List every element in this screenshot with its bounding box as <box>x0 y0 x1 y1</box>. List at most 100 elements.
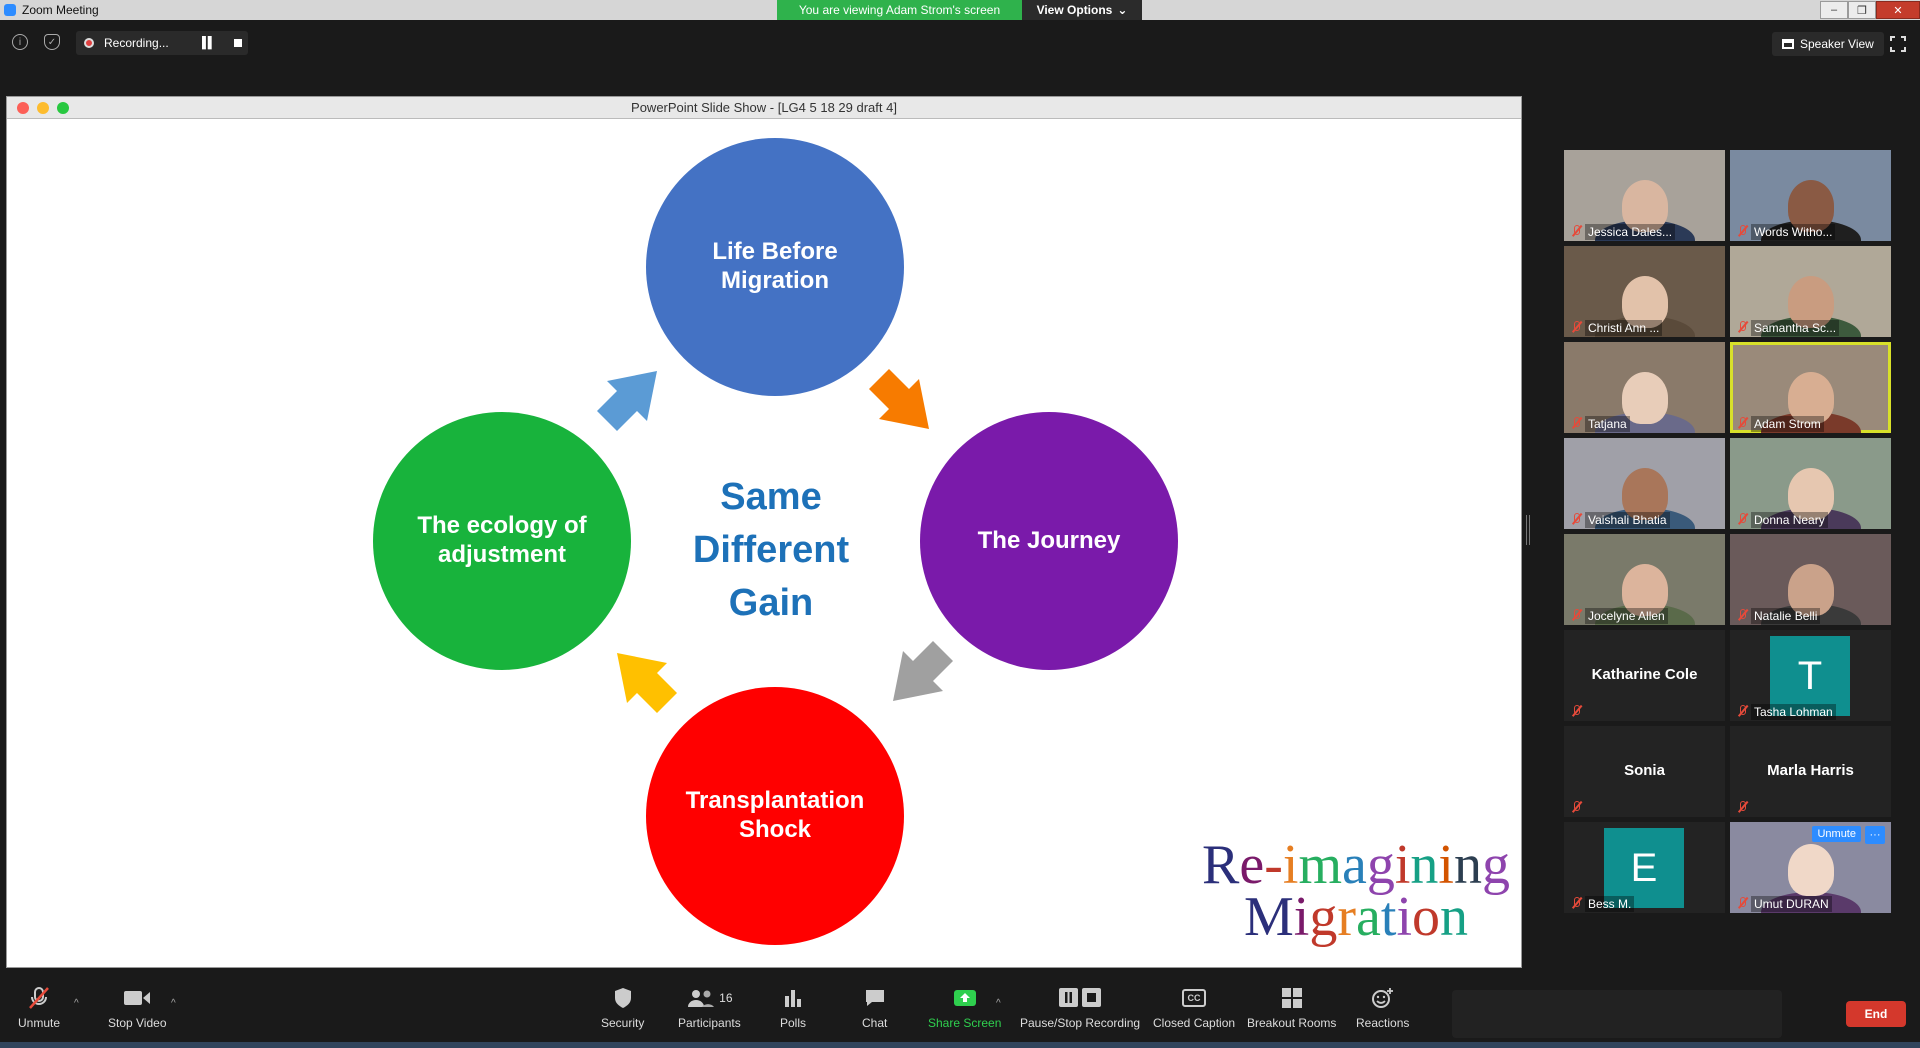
participants-button[interactable]: 16 Participants <box>678 986 741 1030</box>
slide: Life Before Migration The Journey Transp… <box>11 121 1517 965</box>
participant-tile[interactable]: Adam Strom <box>1730 342 1891 433</box>
mic-muted-icon <box>1570 897 1582 909</box>
participant-tile[interactable]: Tatjana <box>1564 342 1725 433</box>
center-word-gain: Gain <box>728 582 814 624</box>
pause-stop-recording-button[interactable]: Pause/Stop Recording <box>1020 986 1140 1030</box>
pause-stop-recording-label: Pause/Stop Recording <box>1020 1016 1141 1030</box>
recording-label: Recording... <box>104 36 169 50</box>
participants-icon <box>688 990 715 1007</box>
mic-muted-icon <box>27 986 51 1010</box>
participant-more-button[interactable]: ··· <box>1865 826 1885 844</box>
security-button[interactable]: Security <box>601 986 644 1030</box>
mic-muted-icon <box>1570 321 1582 333</box>
participant-tile[interactable]: Christi Ann ... <box>1564 246 1725 337</box>
participant-tile[interactable]: Sonia <box>1564 726 1725 817</box>
stop-recording-button[interactable] <box>233 39 242 47</box>
participant-body <box>1760 892 1861 913</box>
unmute-button[interactable]: Unmute <box>18 986 60 1030</box>
chat-label: Chat <box>862 1016 888 1030</box>
recording-indicator: Recording... ▌▌ <box>76 31 248 55</box>
closed-caption-button[interactable]: CC Closed Caption <box>1153 986 1235 1030</box>
participant-name: Jocelyne Allen <box>1585 608 1668 624</box>
arrow-blue-icon <box>597 371 657 431</box>
mic-muted-icon <box>1736 417 1748 429</box>
share-screen-label: Share Screen <box>928 1016 1002 1030</box>
participant-tile[interactable]: Katharine Cole <box>1564 630 1725 721</box>
participant-tile[interactable]: Marla Harris <box>1730 726 1891 817</box>
reactions-label: Reactions <box>1356 1016 1410 1030</box>
chevron-down-icon: ⌄ <box>1117 3 1128 17</box>
participant-tile[interactable]: Samantha Sc... <box>1730 246 1891 337</box>
participant-name: Vaishali Bhatia <box>1585 512 1670 528</box>
mic-muted-icon <box>1736 513 1748 525</box>
restore-button[interactable]: ❐ <box>1848 1 1876 19</box>
participant-tile[interactable]: Vaishali Bhatia <box>1564 438 1725 529</box>
participant-tile[interactable]: Natalie Belli <box>1730 534 1891 625</box>
mic-muted-icon <box>1570 225 1582 237</box>
speaker-view-icon <box>1782 39 1794 49</box>
view-options-button[interactable]: View Options ⌄ <box>1022 0 1142 20</box>
participant-name: Samantha Sc... <box>1751 320 1840 336</box>
restore-icon: ❐ <box>1857 4 1867 17</box>
participant-display-name: Marla Harris <box>1767 762 1854 779</box>
reactions-icon <box>1371 986 1395 1010</box>
pause-recording-button[interactable]: ▌▌ <box>202 37 216 49</box>
ppt-title: PowerPoint Slide Show - [LG4 5 18 29 dra… <box>631 100 897 115</box>
participant-name: Christi Ann ... <box>1585 320 1663 336</box>
participant-tile[interactable]: Jessica Dales... <box>1564 150 1725 241</box>
polls-button[interactable]: Polls <box>780 986 806 1030</box>
reactions-button[interactable]: Reactions <box>1356 986 1409 1030</box>
end-meeting-button[interactable]: End <box>1846 1001 1906 1027</box>
participant-name: Natalie Belli <box>1751 608 1821 624</box>
close-window-button[interactable]: ✕ <box>1876 1 1920 19</box>
logo-line-1: Re-imagining <box>1202 834 1510 896</box>
participant-tile[interactable]: Jocelyne Allen <box>1564 534 1725 625</box>
logo-line-2: Migration <box>1244 886 1468 948</box>
mic-muted-icon <box>1570 417 1582 429</box>
participant-tile[interactable]: Unmute···Umut DURAN <box>1730 822 1891 913</box>
video-options-caret-icon[interactable]: ^ <box>171 998 176 1009</box>
breakout-rooms-label: Breakout Rooms <box>1247 1016 1337 1030</box>
participant-face <box>1787 180 1834 232</box>
audio-options-caret-icon[interactable]: ^ <box>74 998 79 1009</box>
participant-unmute-button[interactable]: Unmute <box>1812 826 1861 842</box>
participant-tile[interactable]: Donna Neary <box>1730 438 1891 529</box>
view-options-label: View Options <box>1036 3 1113 17</box>
mic-muted-icon <box>1736 705 1748 717</box>
meeting-info-icon[interactable]: i <box>12 34 28 50</box>
ppt-window-dots <box>17 102 69 114</box>
window-controls: – ❐ ✕ <box>1820 0 1920 20</box>
chat-button[interactable]: Chat <box>862 986 887 1030</box>
share-options-caret-icon[interactable]: ^ <box>996 998 1001 1009</box>
circle-the-journey: The Journey <box>920 412 1178 670</box>
breakout-rooms-button[interactable]: Breakout Rooms <box>1247 986 1336 1030</box>
minimize-button[interactable]: – <box>1820 1 1848 19</box>
fullscreen-icon[interactable] <box>1889 35 1907 53</box>
encryption-shield-icon[interactable]: ✓ <box>44 34 60 50</box>
panel-resize-handle[interactable] <box>1526 515 1530 545</box>
zoom-dot-icon <box>57 102 69 114</box>
participant-face <box>1621 276 1668 328</box>
participant-name: Adam Strom <box>1751 416 1824 432</box>
center-word-different: Different <box>692 529 850 571</box>
participants-icon-wrap: 16 <box>686 986 733 1010</box>
speaker-view-button[interactable]: Speaker View <box>1772 32 1884 56</box>
stop-video-button[interactable]: Stop Video <box>108 986 167 1030</box>
mic-muted-icon <box>1736 225 1748 237</box>
participant-tile[interactable]: Words Witho... <box>1730 150 1891 241</box>
shared-screen: PowerPoint Slide Show - [LG4 5 18 29 dra… <box>6 96 1522 968</box>
speaker-view-label: Speaker View <box>1800 37 1874 51</box>
pause-stop-icon <box>1058 986 1102 1010</box>
share-screen-button[interactable]: Share Screen <box>928 986 1001 1030</box>
closed-caption-label: Closed Caption <box>1153 1016 1236 1030</box>
participant-name: Donna Neary <box>1751 512 1828 528</box>
participants-label: Participants <box>678 1016 741 1030</box>
chat-icon <box>864 986 886 1010</box>
circle-life-before-migration: Life Before Migration <box>646 138 904 396</box>
video-camera-icon <box>123 986 151 1010</box>
reimagining-migration-logo: Re-imagining Migration <box>1191 834 1517 948</box>
participants-count: 16 <box>719 991 733 1005</box>
participant-avatar-image <box>1787 844 1834 896</box>
